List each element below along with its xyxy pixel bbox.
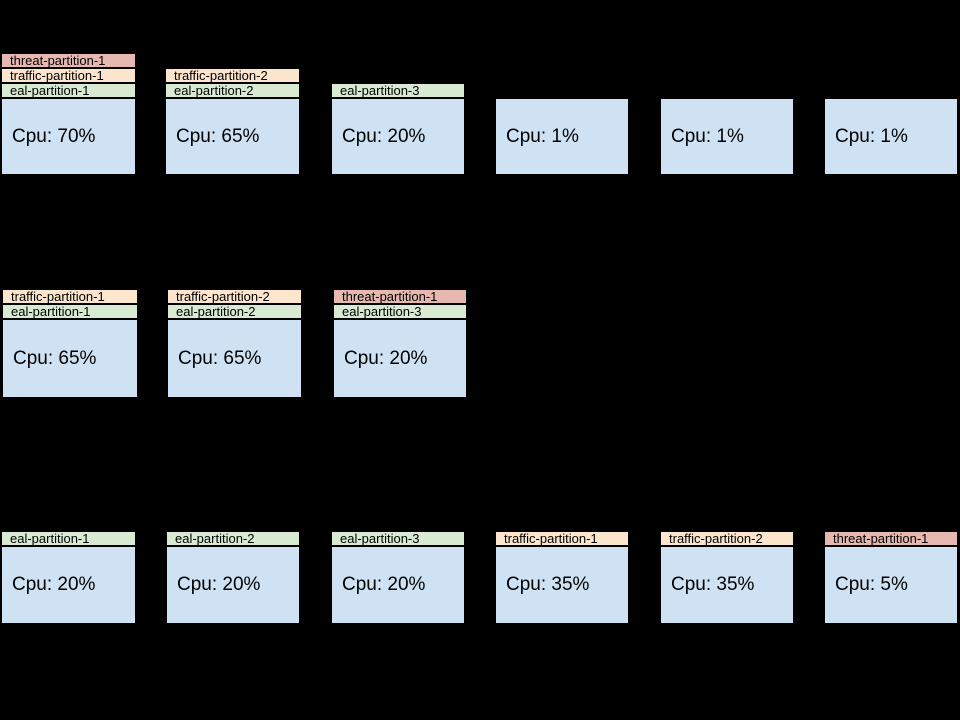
cpu-label: Cpu: 1% <box>506 125 579 147</box>
node-body: Cpu: 70% <box>2 99 135 174</box>
node-box: eal-partition-2 Cpu: 20% <box>167 532 299 623</box>
eal-partition-strip: eal-partition-1 <box>2 532 135 547</box>
node-box: threat-partition-1 Cpu: 5% <box>825 532 957 623</box>
partition-label: eal-partition-1 <box>10 532 90 546</box>
partition-label: eal-partition-3 <box>342 305 422 319</box>
partition-label: traffic-partition-1 <box>11 290 105 304</box>
node-box: traffic-partition-2 Cpu: 35% <box>661 532 793 623</box>
eal-partition-strip: eal-partition-2 <box>168 305 301 320</box>
partition-label: traffic-partition-1 <box>10 69 104 83</box>
node-body: Cpu: 5% <box>825 547 957 623</box>
node-body: Cpu: 65% <box>168 320 301 397</box>
partition-label: eal-partition-1 <box>11 305 91 319</box>
node-box: traffic-partition-2 eal-partition-2 Cpu:… <box>168 290 301 397</box>
node-box: Cpu: 1% <box>661 99 793 174</box>
node-body: Cpu: 65% <box>166 99 299 174</box>
node-box: traffic-partition-1 eal-partition-1 Cpu:… <box>3 290 137 397</box>
cpu-label: Cpu: 20% <box>342 574 426 595</box>
eal-partition-strip: eal-partition-2 <box>167 532 299 547</box>
partition-label: threat-partition-1 <box>10 54 106 68</box>
threat-partition-strip: threat-partition-1 <box>2 54 135 69</box>
cpu-label: Cpu: 65% <box>178 347 262 369</box>
cpu-label: Cpu: 20% <box>177 574 261 595</box>
threat-partition-strip: threat-partition-1 <box>825 532 957 547</box>
cpu-label: Cpu: 70% <box>12 125 96 147</box>
cpu-label: Cpu: 20% <box>344 347 428 369</box>
node-box: eal-partition-3 Cpu: 20% <box>332 532 464 623</box>
cpu-label: Cpu: 20% <box>342 125 426 147</box>
traffic-partition-strip: traffic-partition-1 <box>2 69 135 84</box>
node-box: threat-partition-1 traffic-partition-1 e… <box>2 54 135 174</box>
partition-label: traffic-partition-2 <box>174 69 268 83</box>
cpu-label: Cpu: 65% <box>176 125 260 147</box>
cpu-label: Cpu: 20% <box>12 574 96 595</box>
cpu-label: Cpu: 35% <box>506 574 590 595</box>
cpu-label: Cpu: 65% <box>13 347 97 369</box>
node-box: threat-partition-1 eal-partition-3 Cpu: … <box>334 290 466 397</box>
node-body: Cpu: 20% <box>334 320 466 397</box>
partition-label: eal-partition-3 <box>340 532 420 546</box>
partition-label: threat-partition-1 <box>833 532 929 546</box>
node-body: Cpu: 20% <box>167 547 299 623</box>
cpu-label: Cpu: 35% <box>671 574 755 595</box>
threat-partition-strip: threat-partition-1 <box>334 290 466 305</box>
partition-label: traffic-partition-2 <box>176 290 270 304</box>
eal-partition-strip: eal-partition-2 <box>166 84 299 99</box>
eal-partition-strip: eal-partition-1 <box>2 84 135 99</box>
eal-partition-strip: eal-partition-1 <box>3 305 137 320</box>
traffic-partition-strip: traffic-partition-2 <box>661 532 793 547</box>
traffic-partition-strip: traffic-partition-1 <box>496 532 628 547</box>
node-body: Cpu: 1% <box>825 99 957 174</box>
node-body: Cpu: 20% <box>2 547 135 623</box>
node-body: Cpu: 35% <box>496 547 628 623</box>
node-body: Cpu: 20% <box>332 99 464 174</box>
partition-label: eal-partition-3 <box>340 84 420 98</box>
eal-partition-strip: eal-partition-3 <box>332 532 464 547</box>
node-body: Cpu: 35% <box>661 547 793 623</box>
partition-label: traffic-partition-1 <box>504 532 598 546</box>
node-box: traffic-partition-1 Cpu: 35% <box>496 532 628 623</box>
node-body: Cpu: 20% <box>332 547 464 623</box>
node-box: eal-partition-1 Cpu: 20% <box>2 532 135 623</box>
partition-label: eal-partition-2 <box>176 305 256 319</box>
cpu-label: Cpu: 1% <box>671 125 744 147</box>
traffic-partition-strip: traffic-partition-2 <box>166 69 299 84</box>
cpu-label: Cpu: 1% <box>835 125 908 147</box>
partition-label: eal-partition-1 <box>10 84 90 98</box>
node-box: eal-partition-3 Cpu: 20% <box>332 84 464 174</box>
eal-partition-strip: eal-partition-3 <box>332 84 464 99</box>
node-body: Cpu: 1% <box>496 99 628 174</box>
partition-label: traffic-partition-2 <box>669 532 763 546</box>
node-box: Cpu: 1% <box>496 99 628 174</box>
eal-partition-strip: eal-partition-3 <box>334 305 466 320</box>
node-body: Cpu: 65% <box>3 320 137 397</box>
traffic-partition-strip: traffic-partition-1 <box>3 290 137 305</box>
node-box: Cpu: 1% <box>825 99 957 174</box>
partition-label: eal-partition-2 <box>175 532 255 546</box>
node-box: traffic-partition-2 eal-partition-2 Cpu:… <box>166 69 299 174</box>
cpu-label: Cpu: 5% <box>835 574 908 595</box>
node-body: Cpu: 1% <box>661 99 793 174</box>
traffic-partition-strip: traffic-partition-2 <box>168 290 301 305</box>
partition-label: eal-partition-2 <box>174 84 254 98</box>
partition-label: threat-partition-1 <box>342 290 438 304</box>
